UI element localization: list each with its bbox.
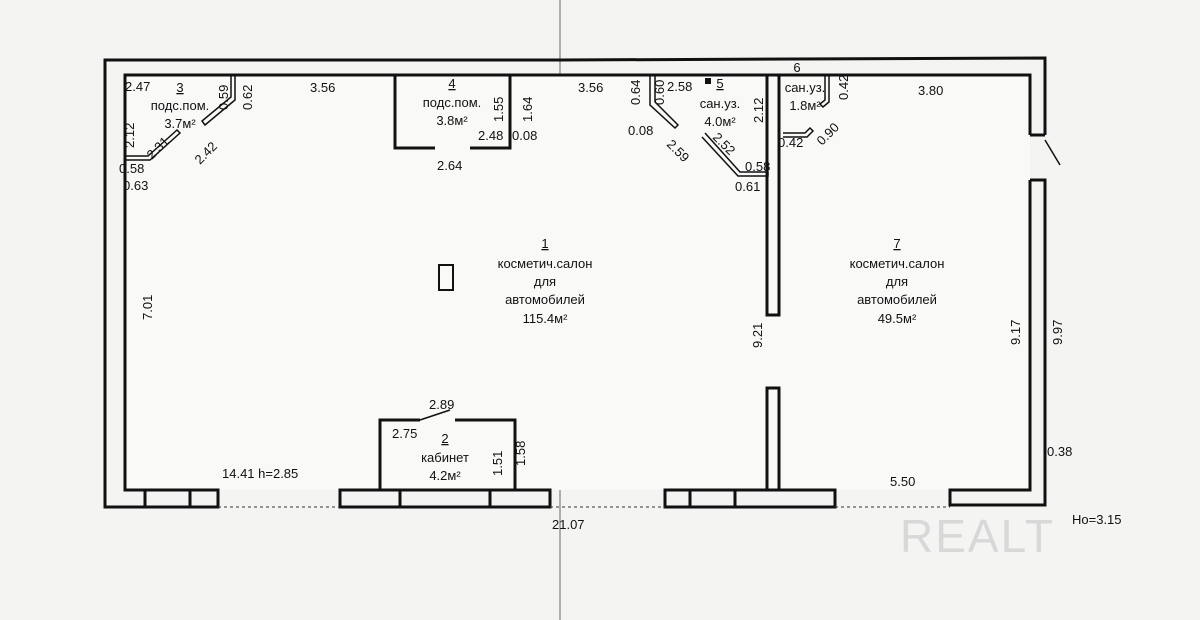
svg-text:7: 7: [893, 236, 900, 251]
svg-text:4.0м²: 4.0м²: [704, 114, 736, 129]
dimension-labels: 2.47 0.59 0.62 3.56 2.12 2.31 0.58 0.63 …: [119, 75, 1072, 532]
svg-text:3.7м²: 3.7м²: [164, 116, 196, 131]
svg-text:для: для: [534, 274, 556, 289]
height-note: Ho=3.15: [1072, 512, 1122, 527]
svg-text:0.62: 0.62: [240, 85, 255, 110]
svg-text:3.56: 3.56: [578, 80, 603, 95]
svg-text:5: 5: [716, 76, 723, 91]
svg-text:1.55: 1.55: [491, 97, 506, 122]
room-7-label: 7 косметич.салон для автомобилей 49.5м²: [850, 236, 945, 326]
svg-text:подс.пом.: подс.пом.: [151, 98, 210, 113]
room-4-label: 4 подс.пом. 3.8м²: [423, 76, 482, 128]
inner-walls: [125, 73, 830, 492]
svg-text:0.58: 0.58: [119, 161, 144, 176]
svg-text:подс.пом.: подс.пом.: [423, 95, 482, 110]
svg-text:49.5м²: 49.5м²: [878, 311, 917, 326]
svg-text:сан.уз.: сан.уз.: [785, 80, 826, 95]
svg-text:1.58: 1.58: [513, 441, 528, 466]
svg-text:1.51: 1.51: [490, 451, 505, 476]
svg-text:2.12: 2.12: [751, 98, 766, 123]
svg-text:2.48: 2.48: [478, 128, 503, 143]
svg-text:2.75: 2.75: [392, 426, 417, 441]
svg-text:косметич.салон: косметич.салон: [498, 256, 593, 271]
svg-text:115.4м²: 115.4м²: [523, 311, 569, 326]
svg-text:сан.уз.: сан.уз.: [700, 96, 741, 111]
watermark-logo: REALT: [900, 510, 1055, 562]
svg-text:5.50: 5.50: [890, 474, 915, 489]
interior-floor: [125, 75, 1030, 490]
svg-text:1.8м²: 1.8м²: [789, 98, 821, 113]
svg-text:0.64: 0.64: [628, 80, 643, 105]
svg-text:0.38: 0.38: [1047, 444, 1072, 459]
svg-text:0.42: 0.42: [836, 75, 851, 100]
svg-text:9.21: 9.21: [750, 323, 765, 348]
svg-text:3.80: 3.80: [918, 83, 943, 98]
svg-text:0.59: 0.59: [216, 85, 231, 110]
svg-text:1.64: 1.64: [520, 97, 535, 122]
svg-text:2.58: 2.58: [667, 79, 692, 94]
svg-text:косметич.салон: косметич.салон: [850, 256, 945, 271]
svg-text:для: для: [886, 274, 908, 289]
room-3-label: 3 подс.пом. 3.7м²: [151, 80, 210, 131]
svg-text:3.56: 3.56: [310, 80, 335, 95]
room-5-label: 5 сан.уз. 4.0м²: [700, 76, 741, 129]
svg-text:6: 6: [793, 60, 800, 75]
svg-text:кабинет: кабинет: [421, 450, 469, 465]
svg-text:автомобилей: автомобилей: [857, 292, 937, 307]
svg-text:9.97: 9.97: [1050, 320, 1065, 345]
svg-text:0.08: 0.08: [512, 128, 537, 143]
svg-text:0.42: 0.42: [778, 135, 803, 150]
svg-text:4: 4: [448, 76, 455, 91]
room-1-label: 1 косметич.салон для автомобилей 115.4м²: [498, 236, 593, 326]
svg-text:0.58: 0.58: [745, 159, 770, 174]
svg-text:2.64: 2.64: [437, 158, 462, 173]
svg-text:0.63: 0.63: [123, 178, 148, 193]
room-2-label: 2 кабинет 4.2м²: [421, 431, 469, 483]
svg-text:4.2м²: 4.2м²: [429, 468, 461, 483]
svg-text:2.12: 2.12: [122, 123, 137, 148]
room-6-label: 6 сан.уз. 1.8м²: [785, 60, 826, 113]
svg-text:2: 2: [441, 431, 448, 446]
svg-text:14.41 h=2.85: 14.41 h=2.85: [222, 466, 298, 481]
svg-text:21.07: 21.07: [552, 517, 585, 532]
svg-text:1: 1: [541, 236, 548, 251]
svg-text:0.08: 0.08: [628, 123, 653, 138]
svg-text:3: 3: [176, 80, 183, 95]
svg-text:3.8м²: 3.8м²: [436, 113, 468, 128]
outer-walls: [103, 56, 1061, 509]
svg-text:0.60: 0.60: [652, 80, 667, 105]
svg-text:9.17: 9.17: [1008, 320, 1023, 345]
svg-text:2.89: 2.89: [429, 397, 454, 412]
svg-text:7.01: 7.01: [140, 295, 155, 320]
svg-text:2.47: 2.47: [125, 79, 150, 94]
svg-text:автомобилей: автомобилей: [505, 292, 585, 307]
svg-text:0.61: 0.61: [735, 179, 760, 194]
